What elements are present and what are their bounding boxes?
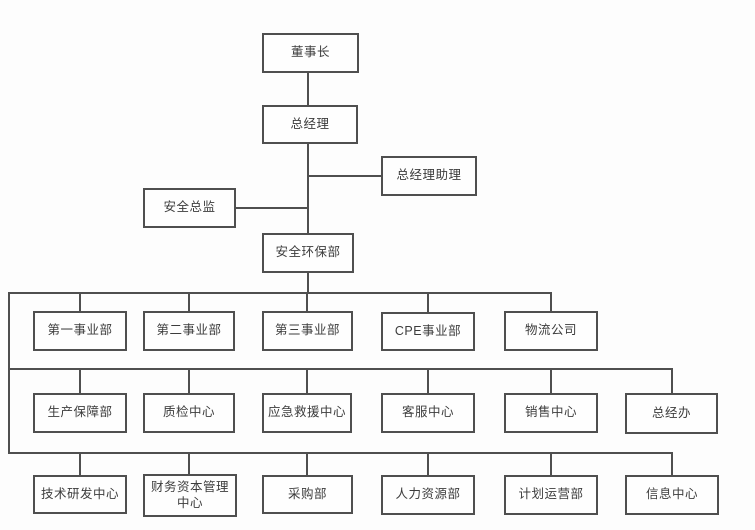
org-node-chairman: 董事长: [262, 33, 359, 73]
org-node-tech-rd-center: 技术研发中心: [33, 475, 127, 514]
org-node-customer-service: 客服中心: [381, 393, 475, 433]
org-node-sales-center: 销售中心: [504, 393, 598, 433]
drop-info-center: [671, 452, 673, 475]
org-node-general-manager: 总经理: [262, 105, 358, 144]
org-node-finance-capital-center: 财务资本管理中心: [143, 474, 237, 517]
connector-chairman-gm: [307, 73, 309, 105]
org-node-gm-office: 总经办: [625, 393, 718, 434]
org-node-info-center: 信息中心: [625, 475, 719, 515]
drop-cpe: [427, 292, 429, 312]
org-node-div2: 第二事业部: [143, 311, 235, 351]
connector-safety-director: [236, 207, 308, 209]
drop-logistics: [550, 292, 552, 311]
bus-row2: [8, 368, 673, 370]
connector-gm-safetyenv: [307, 144, 309, 233]
drop-procurement: [306, 452, 308, 475]
org-node-quality-center: 质检中心: [143, 393, 235, 433]
drop-div1: [79, 292, 81, 311]
org-node-logistics: 物流公司: [504, 311, 598, 351]
connector-gm-assistant: [308, 175, 381, 177]
org-node-cpe-div: CPE事业部: [381, 312, 475, 351]
org-node-div1: 第一事业部: [33, 311, 127, 351]
org-node-div3: 第三事业部: [262, 311, 353, 351]
drop-customer-service: [427, 368, 429, 393]
drop-div2: [188, 292, 190, 311]
org-node-emergency-center: 应急救援中心: [262, 393, 352, 433]
org-node-hr-dept: 人力资源部: [381, 475, 475, 515]
drop-emergency-center: [306, 368, 308, 393]
drop-planning-ops: [550, 452, 552, 475]
drop-hr: [427, 452, 429, 475]
connector-safetyenv-bus1: [307, 273, 309, 293]
org-node-safety-env-dept: 安全环保部: [262, 233, 354, 273]
bus-row1: [8, 292, 552, 294]
bus-left-vertical: [8, 292, 10, 454]
drop-production-support: [79, 368, 81, 393]
drop-gm-office: [671, 368, 673, 393]
org-node-procurement: 采购部: [262, 475, 353, 514]
bus-row3: [8, 452, 673, 454]
org-node-production-support: 生产保障部: [33, 393, 127, 433]
drop-quality-center: [188, 368, 190, 393]
org-node-gm-assistant: 总经理助理: [381, 156, 477, 196]
org-node-safety-director: 安全总监: [143, 188, 236, 228]
drop-div3: [306, 292, 308, 311]
drop-finance-capital: [188, 452, 190, 474]
drop-tech-rd: [79, 452, 81, 475]
drop-sales-center: [550, 368, 552, 393]
org-node-planning-ops: 计划运营部: [504, 475, 598, 515]
